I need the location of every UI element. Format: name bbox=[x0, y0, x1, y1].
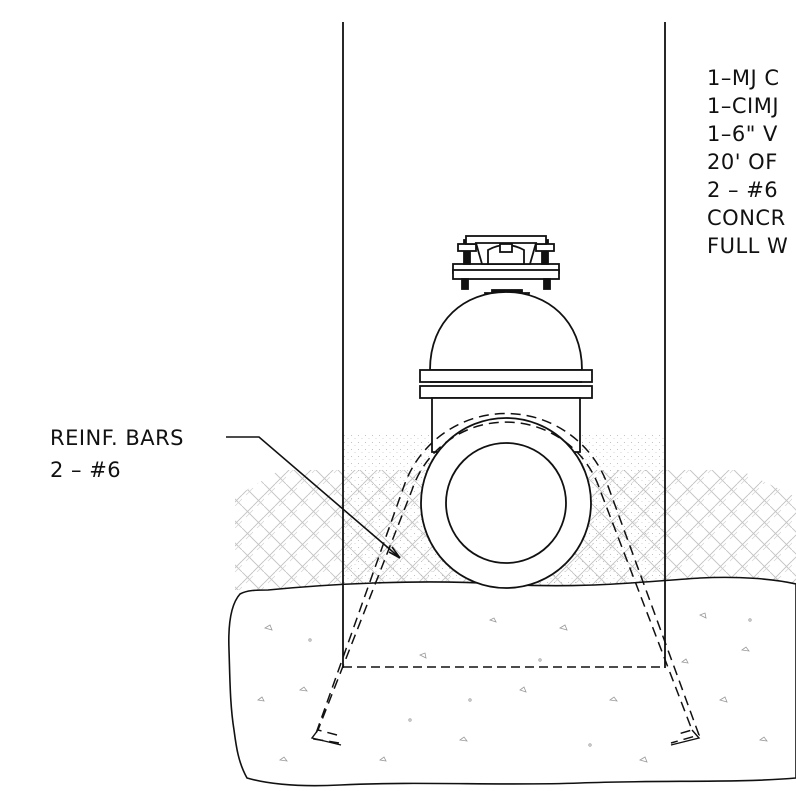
callout-line-2: 2 – #6 bbox=[50, 458, 121, 482]
callout-line-1: REINF. BARS bbox=[50, 426, 184, 450]
notes-block: 1–MJ C 1–CIMJ 1–6" V 20' OF 2 – #6 CONCR… bbox=[707, 66, 788, 258]
note-line: 1–CIMJ bbox=[707, 94, 779, 118]
note-line: FULL W bbox=[707, 234, 788, 258]
note-line: 20' OF bbox=[707, 150, 778, 174]
note-line: CONCR bbox=[707, 206, 786, 230]
rebar-hooks bbox=[310, 729, 701, 746]
gate-valve bbox=[419, 235, 593, 589]
concrete-block bbox=[228, 576, 796, 787]
note-line: 1–MJ C bbox=[707, 66, 780, 90]
note-line: 1–6" V bbox=[707, 122, 778, 146]
reinforcing-bar bbox=[312, 412, 700, 744]
callout-leader bbox=[226, 436, 401, 559]
note-line: 2 – #6 bbox=[707, 178, 778, 202]
concrete-aggregate bbox=[257, 612, 768, 763]
